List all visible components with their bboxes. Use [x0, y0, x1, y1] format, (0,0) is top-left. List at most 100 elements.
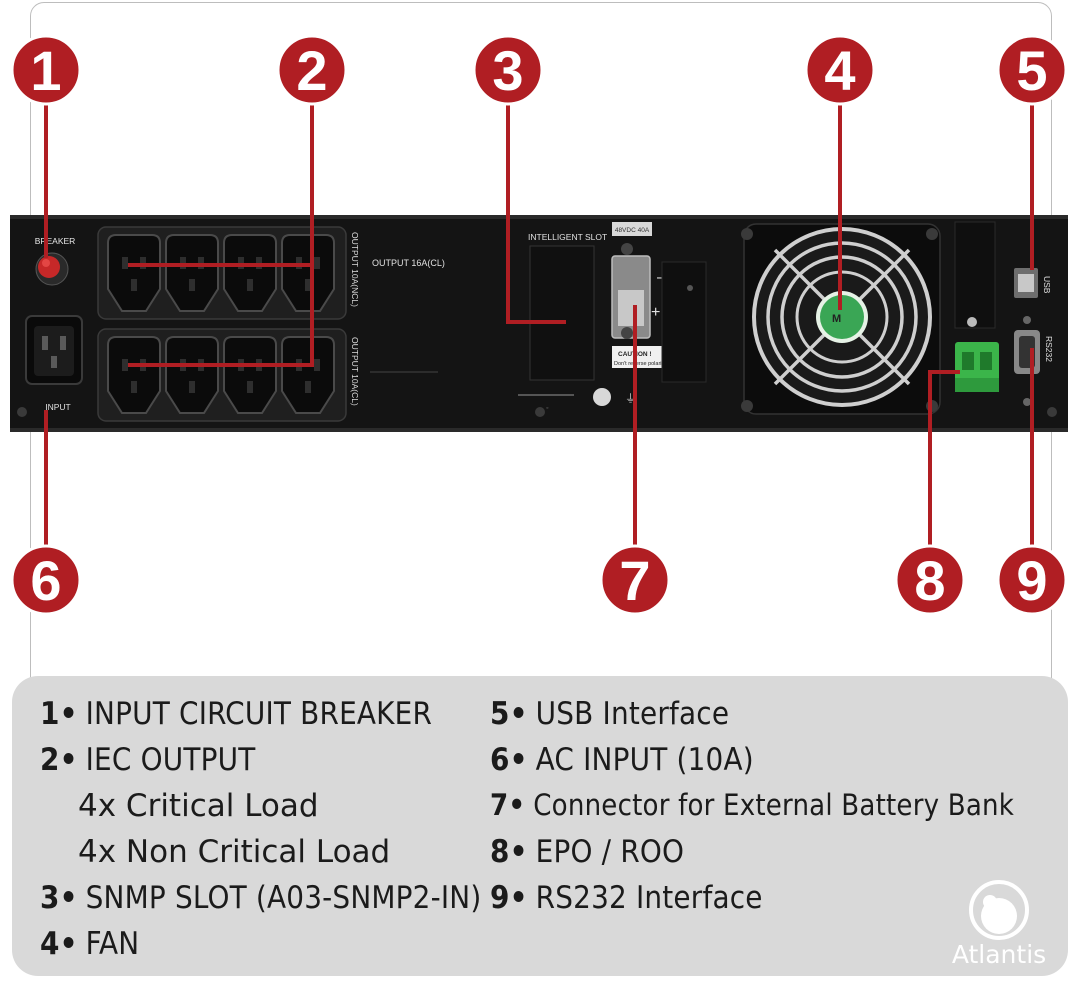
caution-text: Don't reverse polarity! [614, 361, 668, 367]
legend-panel: 1•INPUT CIRCUIT BREAKER 2•IEC OUTPUT 4x … [12, 676, 1068, 976]
breaker: BREAKER [35, 236, 76, 286]
iec-outlet [107, 234, 161, 312]
brand-name: Atlantis [951, 940, 1047, 969]
leader-3 [506, 100, 566, 324]
legend-item-7: 7•Connector for External Battery Bank [490, 788, 1015, 822]
callout-8: 8 [894, 544, 966, 616]
iec-outlet [223, 336, 277, 414]
input-label: INPUT [45, 402, 71, 412]
callout-4: 4 [804, 34, 876, 106]
svg-text:3: 3 [492, 39, 523, 102]
iec-outlet [281, 336, 335, 414]
legend-text: IEC OUTPUT [85, 742, 256, 778]
svg-text:4: 4 [824, 39, 855, 102]
legend-text: FAN [85, 926, 140, 962]
legend-num: 1 [40, 696, 60, 732]
rs232-label: RS232 [1044, 336, 1054, 362]
legend-num: 5 [490, 696, 510, 732]
intelligent-slot-label: INTELLIGENT SLOT [528, 232, 607, 242]
svg-text:6: 6 [30, 549, 61, 612]
legend-sub-noncritical: 4x Non Critical Load [78, 834, 391, 870]
svg-text:8: 8 [914, 549, 945, 612]
iec-outlet [165, 234, 219, 312]
legend-text: AC INPUT (10A) [535, 742, 754, 778]
outlet-slot [131, 279, 137, 291]
outlet-slot [305, 279, 311, 291]
legend-num: 7 [490, 788, 509, 822]
svg-text:◦: ◦ [546, 405, 548, 412]
callout-1: 1 [10, 34, 82, 106]
output-16a-label: OUTPUT 16A(CL) [372, 258, 445, 268]
svg-text:9: 9 [1016, 549, 1047, 612]
legend-item-5: 5•USB Interface [490, 696, 730, 732]
svg-text:5: 5 [1016, 39, 1047, 102]
legend-text: EPO / ROO [535, 834, 685, 870]
outlet-slot [305, 381, 311, 393]
outlet-slot [131, 381, 137, 393]
legend-item-2: 2•IEC OUTPUT [40, 742, 256, 778]
svg-text:M: M [832, 313, 841, 325]
callout-7: 7 [599, 544, 671, 616]
legend-num: 6 [490, 742, 510, 778]
ac-input-socket: INPUT [25, 315, 83, 412]
legend-item-4: 4•FAN [40, 926, 140, 962]
legend-item-1: 1•INPUT CIRCUIT BREAKER [40, 696, 433, 732]
legend-text: SNMP SLOT (A03-SNMP2-IN) [85, 880, 482, 916]
legend-num: 8 [490, 834, 510, 870]
callout-6: 6 [10, 544, 82, 616]
outlet-slot [189, 381, 195, 393]
iec-outlets [97, 226, 347, 422]
callout-2: 2 [276, 34, 348, 106]
outlet-slot [122, 257, 128, 269]
plus-mark: + [651, 304, 660, 321]
legend-item-8: 8•EPO / ROO [490, 834, 685, 870]
callout-leaders [44, 100, 1034, 548]
legend-item-3: 3•SNMP SLOT (A03-SNMP2-IN) [40, 880, 482, 916]
legend-num: 4 [40, 926, 60, 962]
legend-num: 2 [40, 742, 60, 778]
legend-sub-critical: 4x Critical Load [78, 788, 319, 824]
callout-3: 3 [472, 34, 544, 106]
usb-port: USB [1014, 268, 1052, 298]
iec-outlet [223, 234, 277, 312]
iec-outlet [165, 336, 219, 414]
iec-outlet [107, 336, 161, 414]
breaker-label: BREAKER [35, 236, 76, 246]
outlet-slot [189, 279, 195, 291]
fan: M [741, 223, 941, 415]
outlet-slot [314, 359, 320, 371]
legend-text: RS232 Interface [535, 880, 763, 916]
svg-text:7: 7 [619, 549, 650, 612]
callouts: 1 2 3 4 5 6 7 8 9 [10, 34, 1068, 616]
legend-num: 3 [40, 880, 60, 916]
outlet-slot [314, 257, 320, 269]
leader-2b [128, 265, 314, 367]
leader-8 [928, 370, 960, 548]
callout-9: 9 [996, 544, 1068, 616]
voltage-tag: 48VDC 40A [615, 227, 650, 234]
legend-text: USB Interface [535, 696, 730, 732]
output-10a-cl-label: OUTPUT 10A(CL) [350, 337, 360, 406]
brand-logo: Atlantis [940, 876, 1058, 976]
legend-num: 9 [490, 880, 510, 916]
output-10a-ncl-label: OUTPUT 10A(NCL) [350, 232, 360, 307]
callout-5: 5 [996, 34, 1068, 106]
epo-connector [955, 317, 999, 392]
rear-panel-illustration: BREAKER INPUT OUTPUT 10A(NCL) OUTPUT 10A… [10, 34, 1068, 616]
svg-text:2: 2 [296, 39, 327, 102]
outlet-slot [122, 359, 128, 371]
usb-label: USB [1042, 276, 1052, 294]
svg-text:1: 1 [30, 39, 61, 102]
outlet-slot [247, 381, 253, 393]
iec-outlet [281, 234, 335, 312]
atlantis-logo-icon [969, 880, 1029, 940]
outlet-slot [247, 279, 253, 291]
battery-connector: 48VDC 40A – + CAUTION ! Don't reverse po… [593, 222, 707, 406]
intelligent-slot: INTELLIGENT SLOT ◦ [518, 232, 607, 412]
legend-item-9: 9•RS232 Interface [490, 880, 763, 916]
legend-text: INPUT CIRCUIT BREAKER [85, 696, 433, 732]
legend-text: Connector for External Battery Bank [533, 788, 1015, 822]
legend-item-6: 6•AC INPUT (10A) [490, 742, 754, 778]
svg-text:⏚: ⏚ [625, 392, 636, 405]
